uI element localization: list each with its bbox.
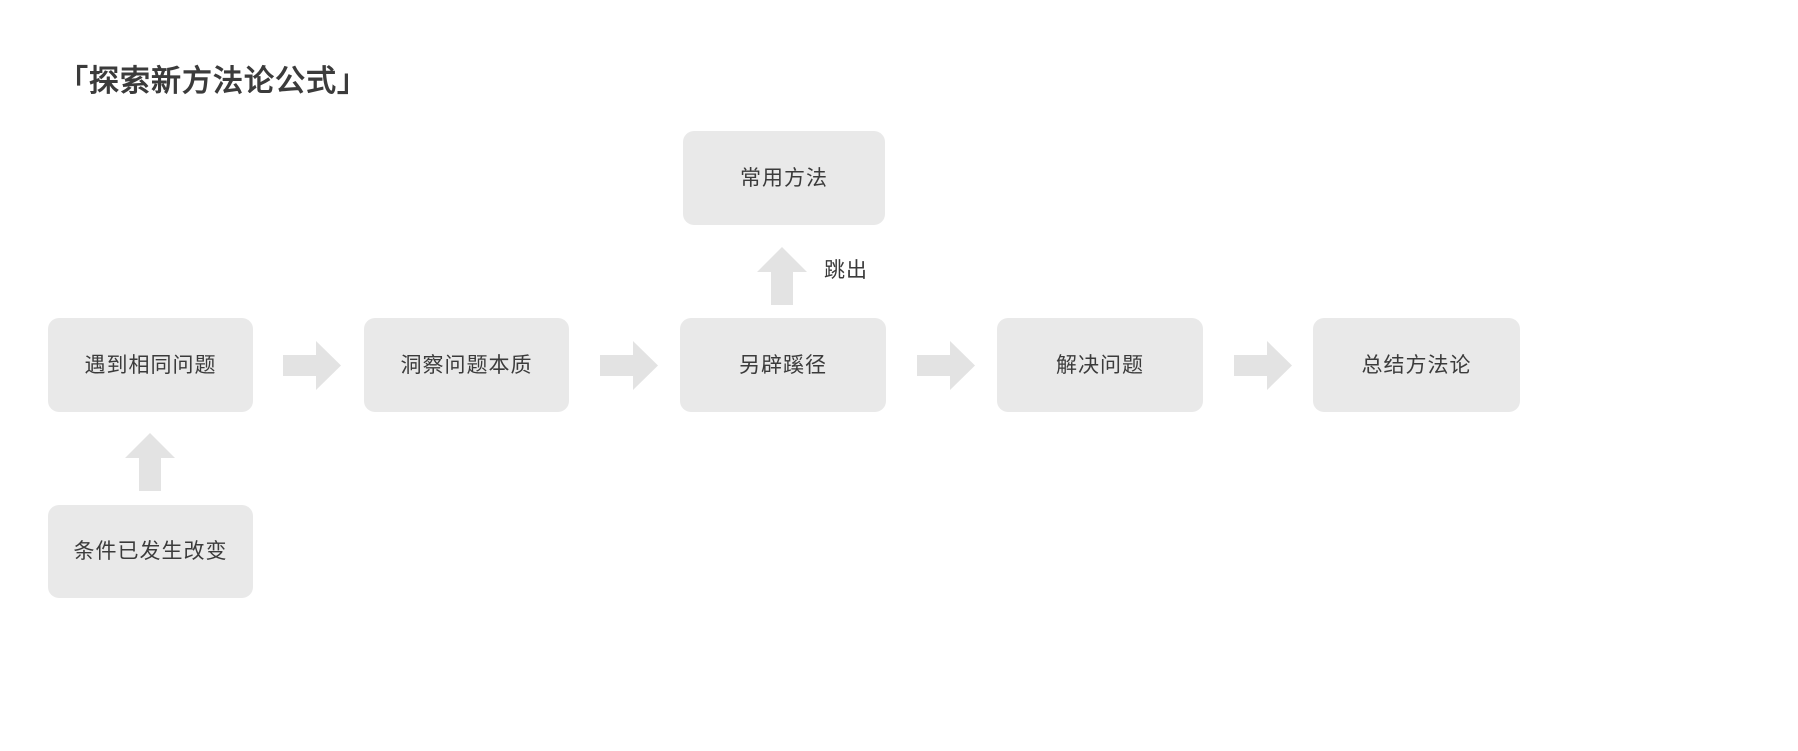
arrow-right-icon — [283, 341, 341, 390]
node-summarize-methodology[interactable]: 总结方法论 — [1313, 318, 1520, 412]
edge-label-jump: 跳出 — [824, 259, 868, 282]
page-title: 「探索新方法论公式」 — [58, 65, 368, 98]
node-label: 解决问题 — [1056, 353, 1144, 377]
node-solve-problem[interactable]: 解决问题 — [997, 318, 1203, 412]
arrow-right-icon — [600, 341, 658, 390]
arrow-right-icon — [917, 341, 975, 390]
node-label: 条件已发生改变 — [73, 540, 228, 563]
node-label: 遇到相同问题 — [84, 353, 217, 377]
node-conditions-changed[interactable]: 条件已发生改变 — [48, 505, 253, 598]
node-label: 洞察问题本质 — [400, 353, 533, 377]
arrow-up-icon — [757, 247, 807, 305]
arrow-right-icon — [1234, 341, 1292, 390]
node-label: 另辟蹊径 — [739, 353, 827, 377]
node-insight-problem-essence[interactable]: 洞察问题本质 — [364, 318, 569, 412]
node-alternative-path[interactable]: 另辟蹊径 — [680, 318, 886, 412]
node-label: 常用方法 — [740, 166, 828, 190]
node-encounter-same-problem[interactable]: 遇到相同问题 — [48, 318, 253, 412]
arrow-up-icon — [125, 433, 175, 491]
node-label: 总结方法论 — [1361, 353, 1472, 377]
node-common-method[interactable]: 常用方法 — [683, 131, 885, 225]
